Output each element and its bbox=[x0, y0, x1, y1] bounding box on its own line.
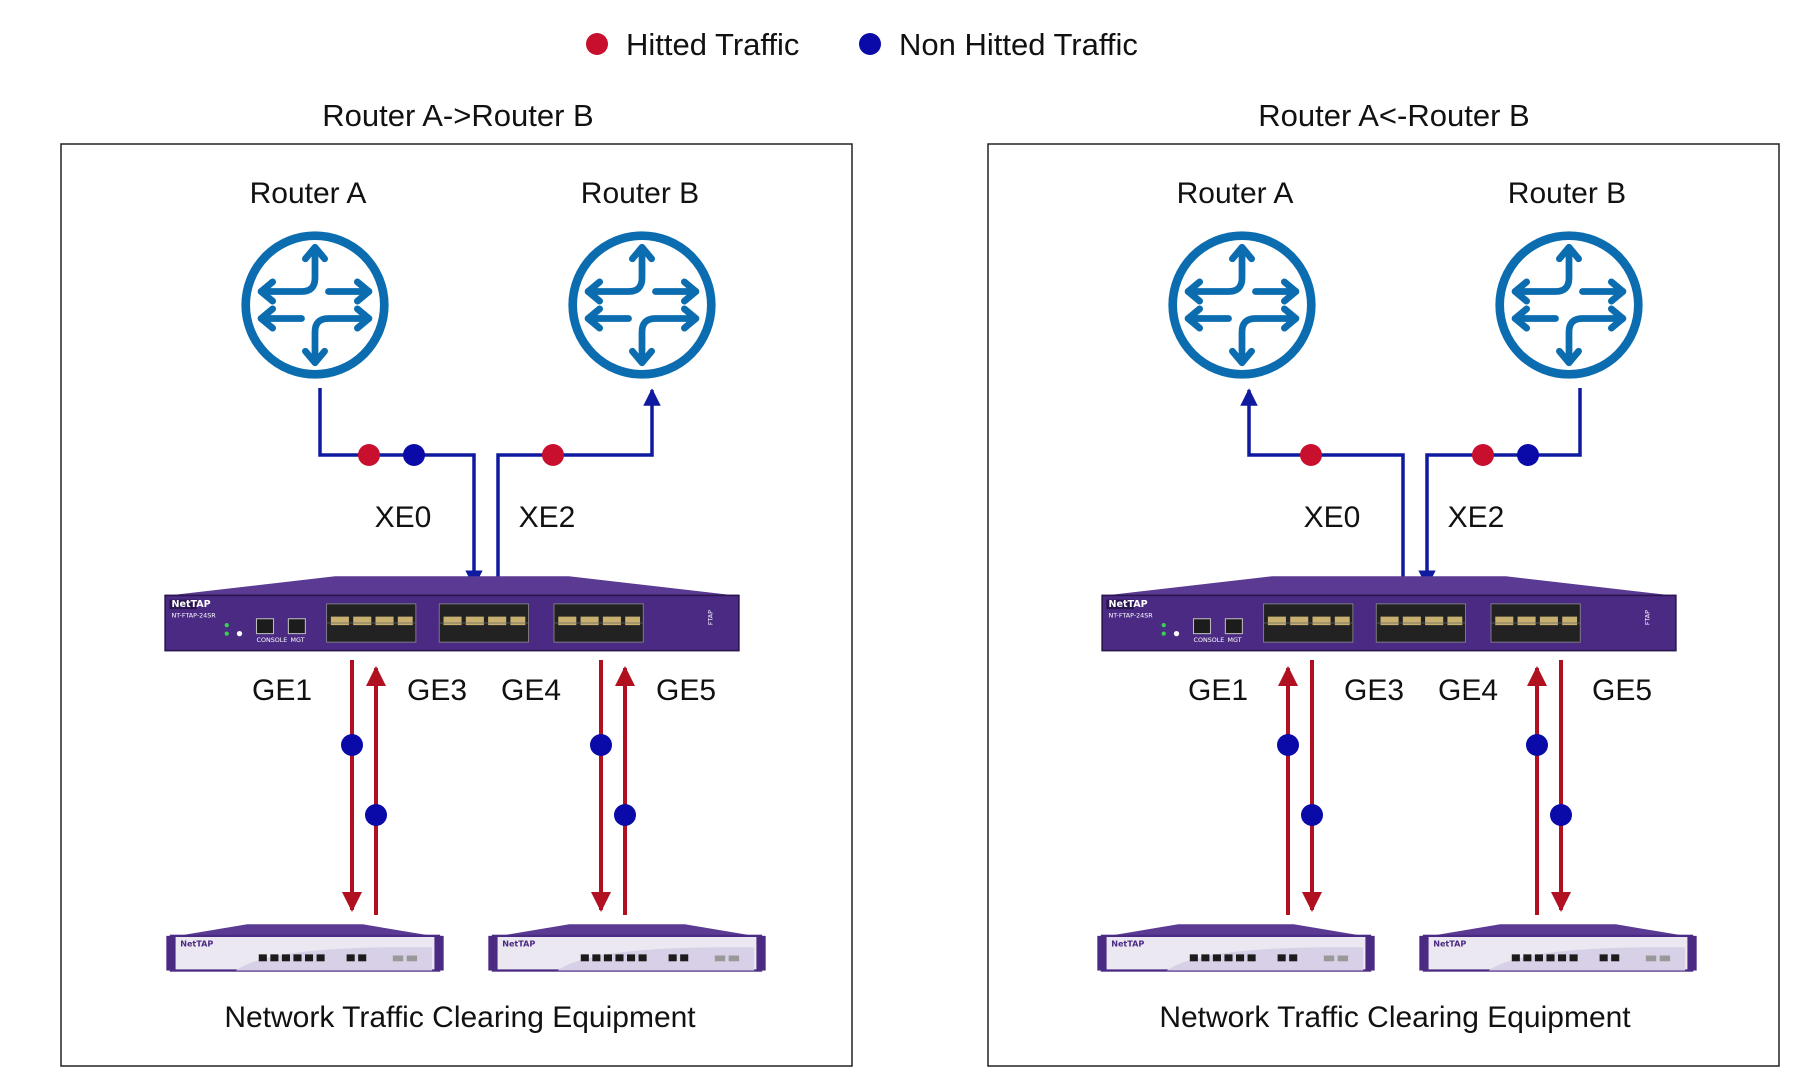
clearing-equipment-label: Network Traffic Clearing Equipment bbox=[224, 1001, 696, 1034]
ge1-label: GE1 bbox=[1188, 674, 1248, 707]
clearing-device bbox=[165, 923, 445, 972]
panel-frame bbox=[60, 143, 853, 1067]
nonhit-dot bbox=[341, 734, 363, 756]
clearing-device bbox=[487, 923, 767, 972]
router-b-icon bbox=[573, 236, 712, 375]
nonhit-dot bbox=[1550, 804, 1572, 826]
ge5-label: GE5 bbox=[1592, 674, 1652, 707]
router-b-label: Router B bbox=[581, 177, 699, 210]
nonhit-dot bbox=[365, 804, 387, 826]
ge4-label: GE4 bbox=[501, 674, 561, 707]
xe2-label: XE2 bbox=[519, 501, 576, 534]
router-a-label: Router A bbox=[250, 177, 367, 210]
link-xe2 bbox=[496, 388, 661, 586]
router-a-icon bbox=[1173, 236, 1312, 375]
link-xe0 bbox=[1240, 388, 1405, 586]
nonhit-dot bbox=[1301, 804, 1323, 826]
nonhit-legend-label: Non Hitted Traffic bbox=[899, 27, 1138, 62]
nonhit-dot bbox=[403, 444, 425, 466]
hit-legend-dot bbox=[586, 33, 608, 55]
router-a-icon bbox=[246, 236, 385, 375]
panel-left: Router A->Router B Router A Router B XE0… bbox=[60, 98, 853, 1067]
clearing-device bbox=[1418, 923, 1698, 972]
ge3-label: GE3 bbox=[407, 674, 467, 707]
xe2-label: XE2 bbox=[1448, 501, 1505, 534]
xe0-label: XE0 bbox=[1304, 501, 1361, 534]
router-b-icon bbox=[1500, 236, 1639, 375]
router-a-label: Router A bbox=[1177, 177, 1294, 210]
ge3-label: GE3 bbox=[1344, 674, 1404, 707]
nonhit-dot bbox=[590, 734, 612, 756]
tap-switch-device bbox=[1102, 576, 1676, 650]
hit-dot bbox=[1472, 444, 1494, 466]
hit-dot bbox=[358, 444, 380, 466]
tap-switch-device bbox=[165, 576, 739, 650]
hit-dot bbox=[1300, 444, 1322, 466]
clearing-equipment-label: Network Traffic Clearing Equipment bbox=[1159, 1001, 1631, 1034]
link-xe0 bbox=[318, 388, 483, 588]
legend: Hitted Traffic Non Hitted Traffic bbox=[586, 27, 1138, 62]
link-xe2 bbox=[1418, 388, 1582, 588]
router-b-label: Router B bbox=[1508, 177, 1626, 210]
hit-legend-label: Hitted Traffic bbox=[626, 27, 799, 62]
panel-title: Router A<-Router B bbox=[1258, 98, 1529, 133]
hit-dot bbox=[542, 444, 564, 466]
xe0-label: XE0 bbox=[375, 501, 432, 534]
nonhit-dot bbox=[1277, 734, 1299, 756]
nonhit-legend-dot bbox=[859, 33, 881, 55]
ge5-label: GE5 bbox=[656, 674, 716, 707]
panel-frame bbox=[987, 143, 1780, 1067]
ge4-label: GE4 bbox=[1438, 674, 1498, 707]
clearing-device bbox=[1096, 923, 1376, 972]
panel-right: Router A<-Router B Router A Router B XE0… bbox=[987, 98, 1780, 1067]
nonhit-dot bbox=[1517, 444, 1539, 466]
ge1-label: GE1 bbox=[252, 674, 312, 707]
nonhit-dot bbox=[1526, 734, 1548, 756]
nonhit-dot bbox=[614, 804, 636, 826]
panel-title: Router A->Router B bbox=[322, 98, 593, 133]
